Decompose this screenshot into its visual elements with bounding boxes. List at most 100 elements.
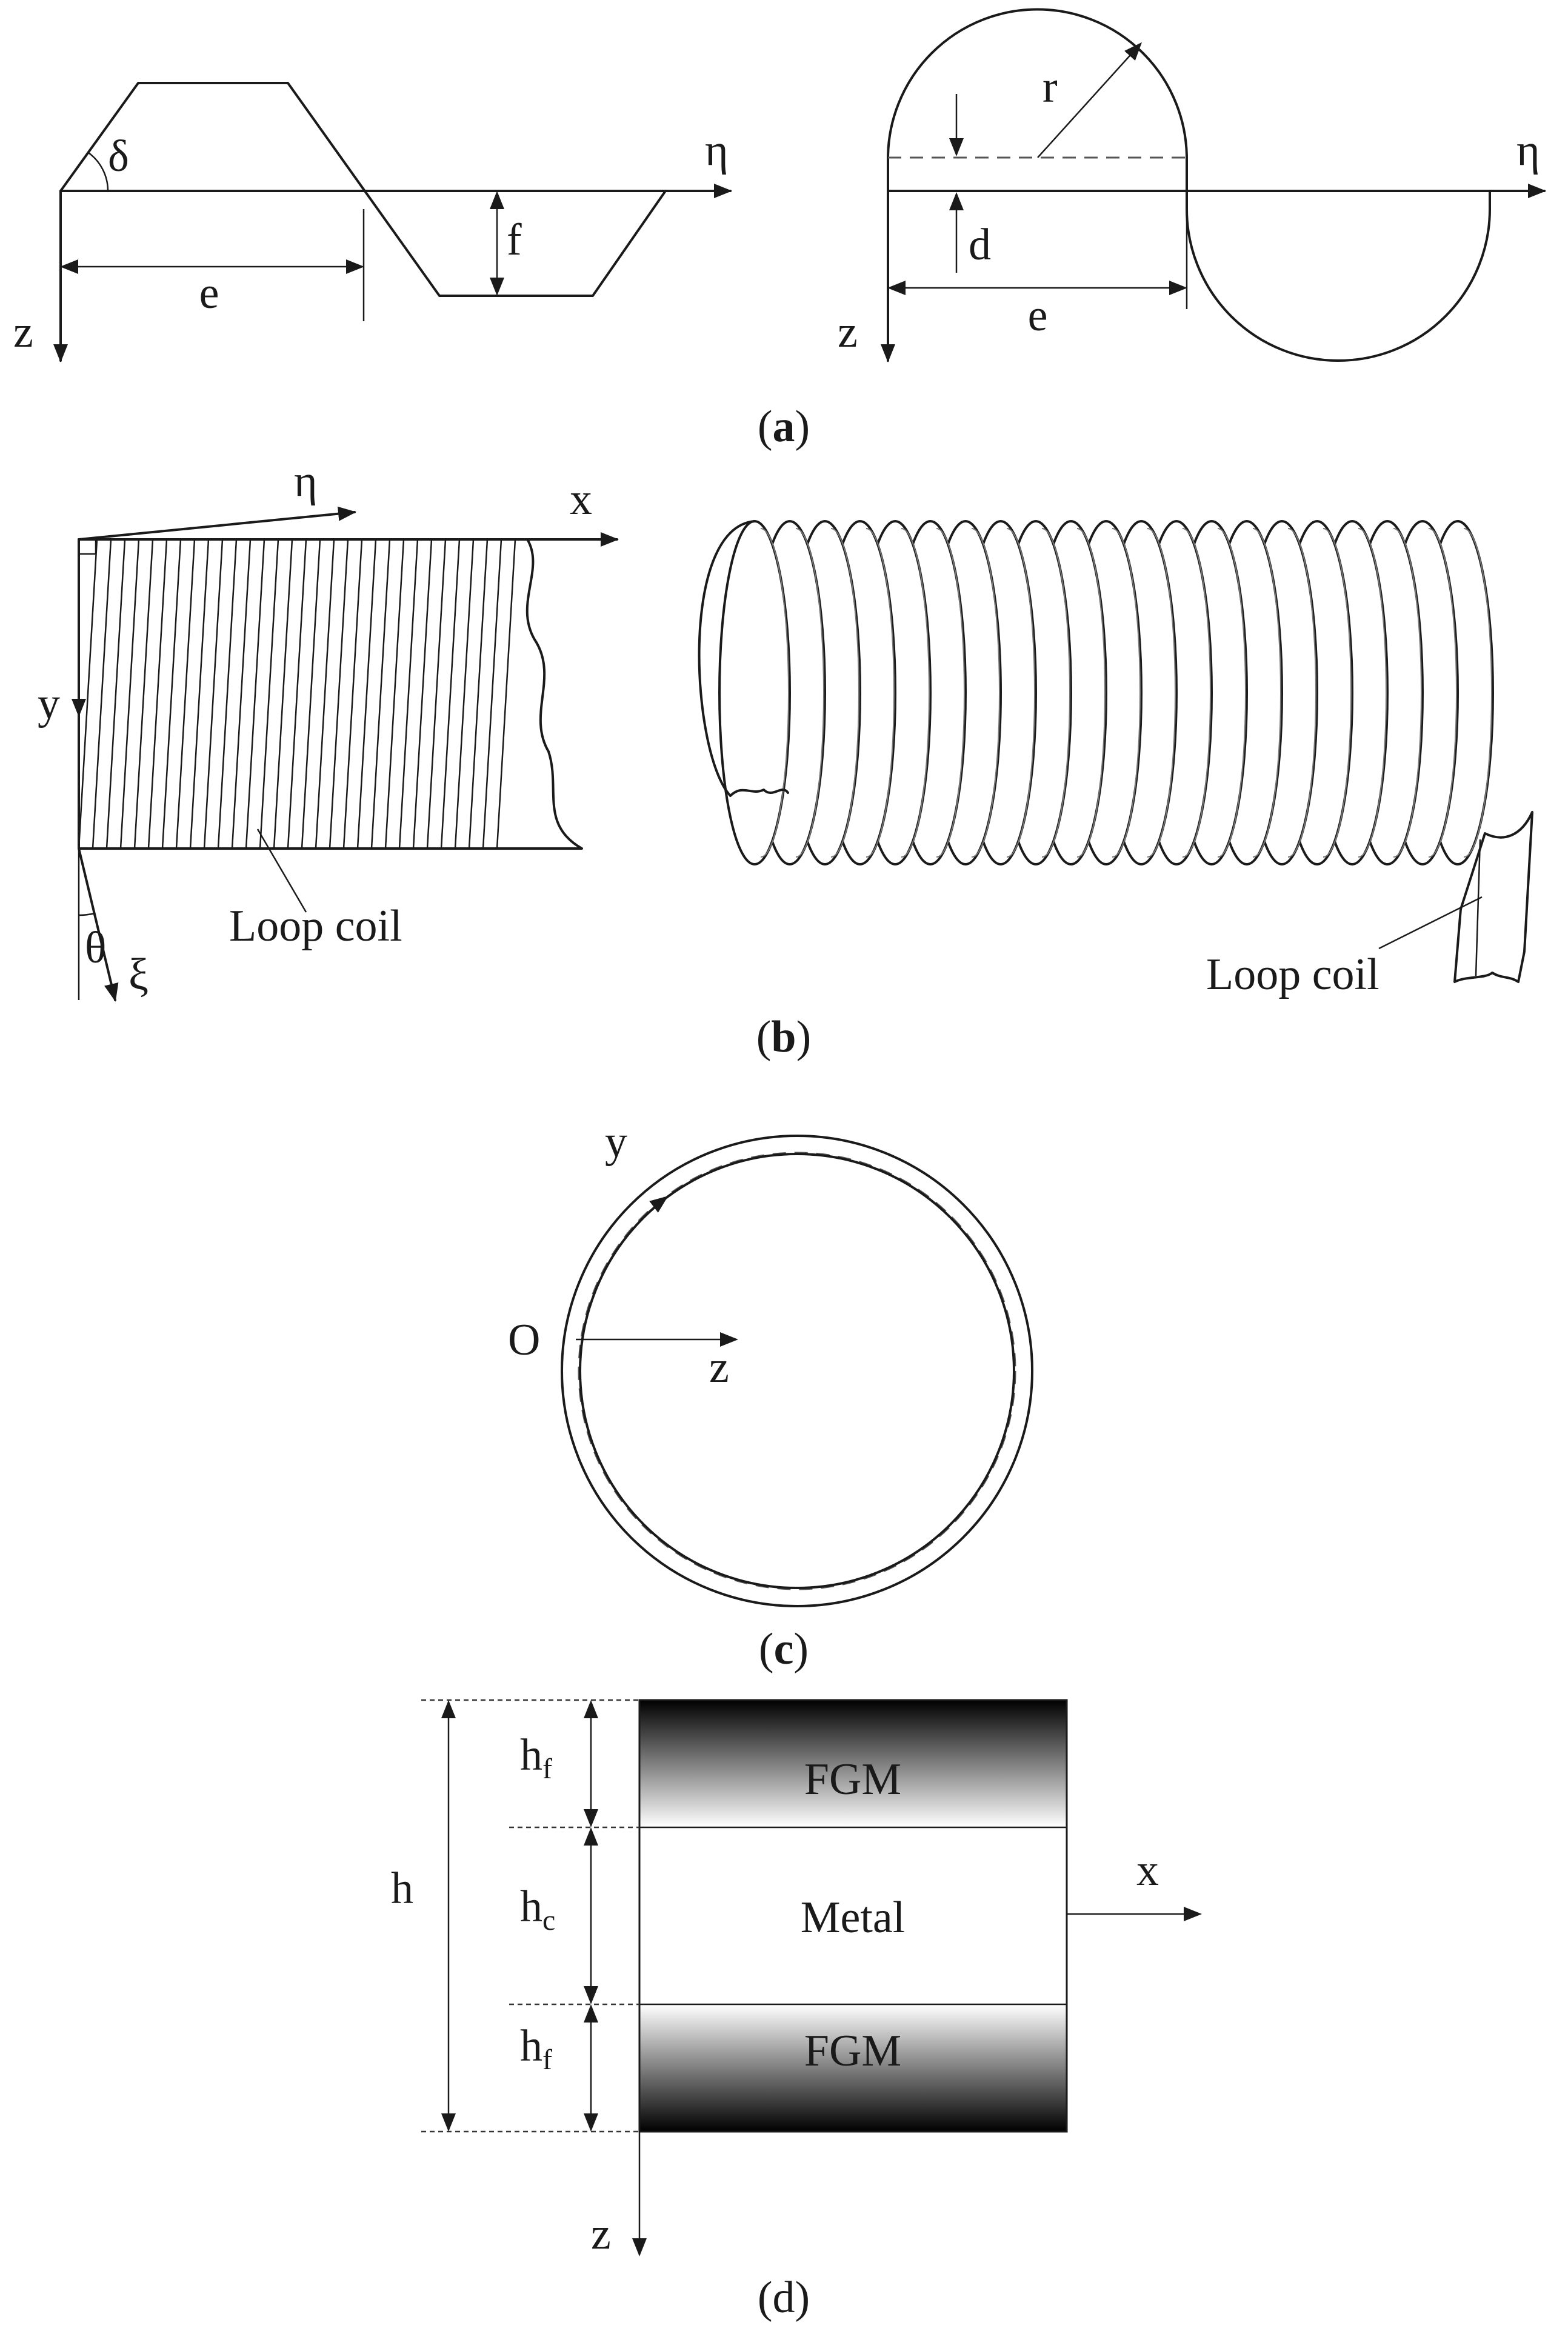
coil-stripe (92, 539, 112, 849)
loop-coil-label-plate: Loop coil (229, 901, 402, 951)
bottom-fgm-layer (639, 2004, 1067, 2132)
eta-axis-label-right: η (1516, 125, 1540, 175)
trapezoid-profile (59, 82, 667, 297)
coil-leader-line-cylinder (1378, 896, 1483, 950)
coil-stripe (329, 539, 349, 849)
coil-stripe (370, 539, 391, 849)
caption-b: (b) (756, 1012, 811, 1062)
coil-stripe (301, 539, 321, 849)
theta-label-plate: θ (85, 923, 106, 973)
coil-ring-inner-edge (1006, 528, 1035, 858)
coil-ring-inner-edge (1463, 528, 1492, 858)
angle-delta-label: δ (108, 132, 129, 181)
theta-arc (78, 912, 95, 916)
plate-coil-lines (78, 539, 516, 849)
coil-tail (1453, 811, 1533, 983)
coil-stripe (496, 539, 516, 849)
caption-c: (c) (759, 1624, 809, 1674)
coil-stripe (119, 539, 140, 849)
coil-ring-inner-edge (1428, 528, 1457, 858)
shell-outer-circle (561, 1135, 1033, 1607)
coil-ring-inner-edge (1041, 528, 1070, 858)
coil-ring-inner-edge (971, 528, 1000, 858)
trapezoid-profile-diagram: δ f e η z (13, 82, 732, 362)
plate-outline (78, 538, 583, 850)
coil-ring-inner-edge (1217, 528, 1246, 858)
coil-stripe (175, 539, 196, 849)
coil-stripe (342, 539, 363, 849)
coil-stripe (412, 539, 433, 849)
coil-ring-inner-edge (936, 528, 965, 858)
round-profile-diagram: r d e η z (838, 8, 1546, 362)
helical-cylinder-diagram: Loop coil (698, 520, 1533, 999)
coil-stripe (468, 539, 489, 849)
y-axis-label-ring: y (605, 1117, 627, 1167)
z-axis-label-ring: z (709, 1342, 729, 1392)
coil-ring-inner-edge (1076, 528, 1106, 858)
caption-a: (a) (758, 402, 810, 452)
coil-ring-inner-edge (830, 528, 859, 858)
coil-stripe (78, 539, 98, 849)
z-axis-label-sandwich: z (591, 2209, 611, 2259)
cylinder-open-end (698, 520, 789, 797)
coil-stripe (315, 539, 335, 849)
plate-coil-diagram: x η y θ ξ Loop coil (38, 456, 619, 1002)
eta-axis-label-left: η (705, 125, 729, 175)
panel-a: δ f e η z r d e η z (a) (13, 8, 1546, 452)
coil-stripe (245, 539, 265, 849)
coil-stripe (161, 539, 182, 849)
panel-b: x η y θ ξ Loop coil Loop coil (b) (38, 456, 1533, 1062)
coil-stripe (440, 539, 461, 849)
coil-stripe (398, 539, 419, 849)
metal-label: Metal (801, 1893, 906, 1942)
coil-stripe (482, 539, 502, 849)
coil-stripe (454, 539, 475, 849)
coil-stripe (356, 539, 377, 849)
coil-ring-inner-edge (795, 528, 824, 858)
xi-axis-plate (78, 847, 119, 1002)
coil-ring-inner-edge (1287, 528, 1316, 858)
radius-arrow (1037, 42, 1143, 158)
panel-c: O y z (c) (508, 1117, 1033, 1674)
origin-label: O (508, 1315, 540, 1365)
right-angle-mark (78, 538, 97, 555)
coil-stripe (259, 539, 279, 849)
x-axis-label-sandwich: x (1136, 1846, 1159, 1895)
angle-delta-arc (88, 152, 109, 192)
hf-top-label: hf (520, 1730, 552, 1785)
coil-stripe (105, 539, 126, 849)
length-e-label: e (199, 268, 219, 318)
coil-ring-inner-edge (760, 528, 789, 858)
z-axis-label-right: z (838, 307, 858, 357)
hc-label: hc (520, 1882, 555, 1936)
offset-d-label: d (969, 220, 991, 270)
top-fgm-label: FGM (804, 1755, 901, 1804)
coil-stripe (203, 539, 224, 849)
hf-bottom-label: hf (520, 2021, 552, 2076)
coil-ring-inner-edge (1182, 528, 1211, 858)
coil-ring-inner-edge (1147, 528, 1176, 858)
coil-ring-inner-edge (1358, 528, 1387, 858)
round-profile (887, 8, 1491, 362)
coil-stripe (426, 539, 447, 849)
height-f-label: f (507, 215, 522, 265)
coil-stripe (189, 539, 210, 849)
shell-inner-circle (579, 1153, 1015, 1589)
y-axis-label-plate: y (38, 679, 60, 729)
metal-core-layer (639, 1827, 1067, 2004)
coil-stripe (231, 539, 252, 849)
length-e-label-right: e (1028, 291, 1048, 341)
coil-stripe (147, 539, 168, 849)
circumferential-y-arrow (624, 1196, 669, 1240)
x-axis-label-plate: x (570, 475, 592, 524)
coil-ring-inner-edge (1393, 528, 1422, 858)
coil-stripe (217, 539, 238, 849)
h-total-label: h (391, 1864, 413, 1913)
eta-axis-plate (78, 506, 356, 541)
eta-axis-label-plate: η (294, 456, 318, 506)
coil-stripe (273, 539, 293, 849)
coil-stripe (133, 539, 154, 849)
z-axis-label-left: z (13, 307, 33, 357)
bottom-fgm-label: FGM (804, 2026, 901, 2076)
